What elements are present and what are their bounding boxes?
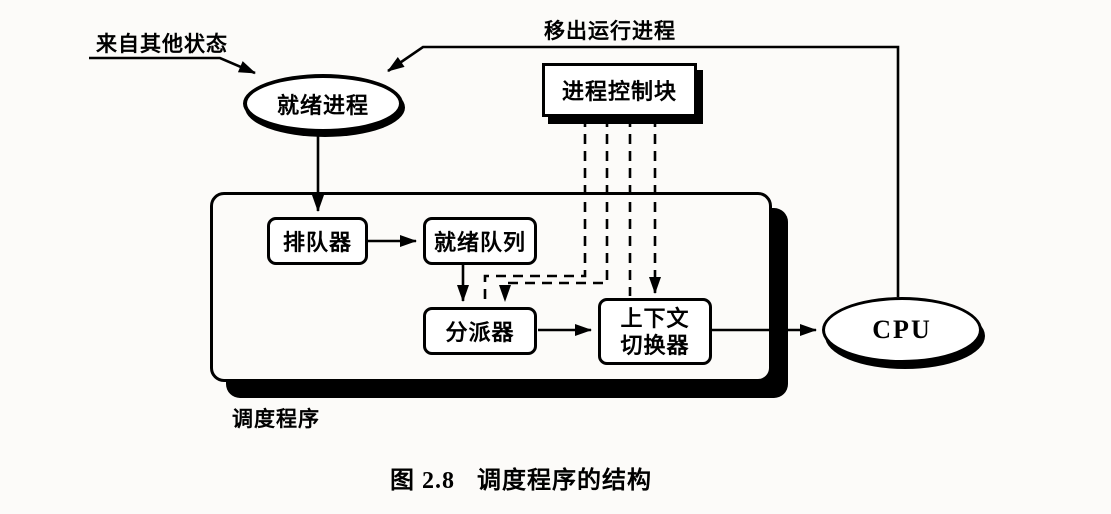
figure-caption: 图 2.8 调度程序的结构 [390,460,652,495]
node-context-switcher: 上下文 切换器 [598,298,712,365]
edge-remove-running-process-arrow [387,45,900,297]
node-process-control-block-label: 进程控制块 [561,79,677,104]
edge-pcb-dashed-to-dispatcher-1 [483,117,587,305]
node-dispatcher-label: 分派器 [445,320,515,345]
node-ready-queue: 就绪队列 [423,217,537,265]
node-context-switcher-label-line1: 上下文 [620,305,690,331]
label-remove-running-process: 移出运行进程 [544,19,676,43]
label-from-other-states: 来自其他状态 [96,32,228,56]
edge-from-other-states-arrow [89,56,256,75]
figure-caption-number: 图 2.8 [390,468,455,494]
node-context-switcher-label-line2: 切换器 [620,332,690,358]
node-enqueuer: 排队器 [267,217,368,265]
label-scheduler: 调度程序 [232,407,320,431]
node-process-control-block: 进程控制块 [542,63,697,117]
edge-pcb-dashed-to-dispatcher-2 [499,117,609,302]
node-ready-process-label: 就绪进程 [276,92,369,118]
figure-caption-title: 调度程序的结构 [477,468,652,494]
node-ready-queue-label: 就绪队列 [433,230,526,255]
node-cpu: CPU [822,297,982,363]
node-enqueuer-label: 排队器 [282,230,352,255]
node-ready-process: 就绪进程 [243,74,403,133]
node-cpu-label: CPU [872,315,932,344]
node-dispatcher: 分派器 [423,307,537,355]
